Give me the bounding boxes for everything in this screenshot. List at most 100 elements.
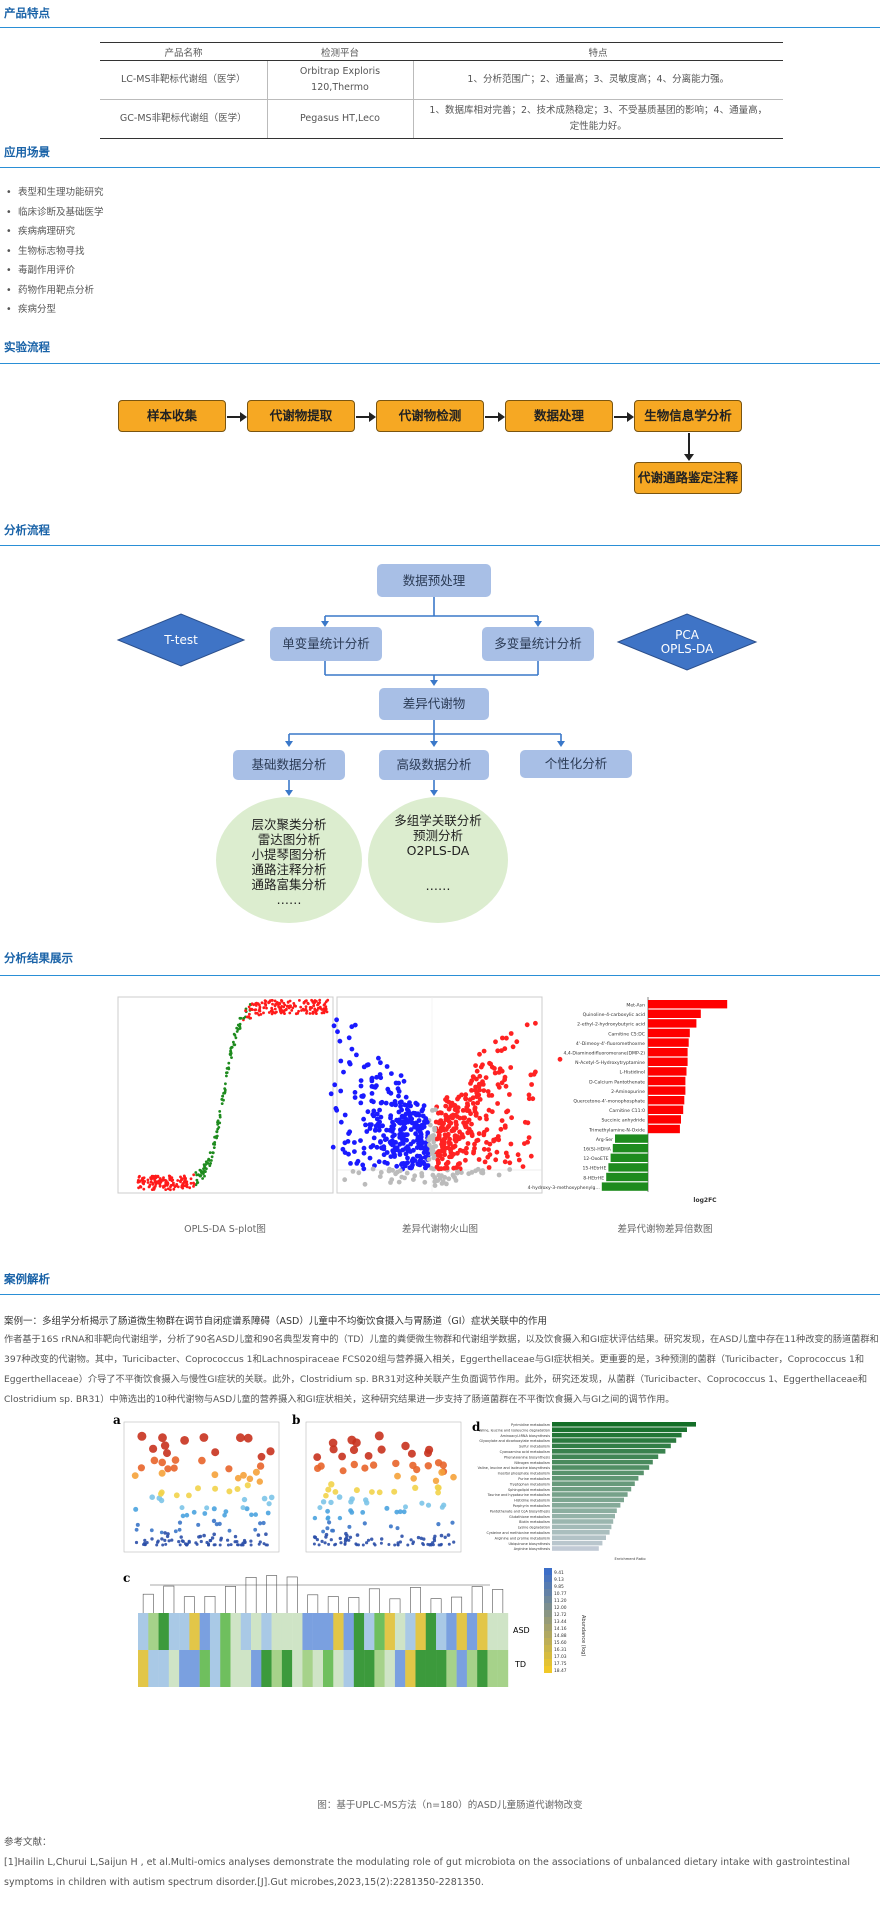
volcano-point xyxy=(481,1129,487,1135)
volcano-point xyxy=(406,1118,412,1123)
splot-point xyxy=(292,1002,296,1005)
heatmap-cell xyxy=(220,1650,231,1687)
splot-point xyxy=(202,1172,205,1175)
bubble-point xyxy=(258,1521,263,1526)
volcano-point xyxy=(466,1171,472,1177)
volcano-point xyxy=(416,1141,421,1146)
splot-point xyxy=(318,998,322,1002)
splot-point xyxy=(256,1002,260,1005)
flow-arrow xyxy=(614,412,634,422)
pathway-label: Aminoacyl-tRNA biosynthesis xyxy=(500,1434,550,1438)
bubble-point xyxy=(256,1462,265,1470)
volcano-point xyxy=(416,1162,421,1167)
volcano-point xyxy=(338,1058,344,1064)
splot-chart xyxy=(117,996,334,1194)
bubble-point xyxy=(361,1464,369,1472)
bubble-point xyxy=(159,1530,164,1535)
volcano-point xyxy=(525,1139,530,1145)
splot-point xyxy=(322,1011,326,1015)
splot-point xyxy=(169,1188,172,1192)
volcano-point xyxy=(364,1129,370,1134)
bubble-point xyxy=(366,1538,371,1542)
bubble-point xyxy=(348,1535,353,1539)
list-item: 生物标志物寻找 xyxy=(6,242,104,262)
volcano-point xyxy=(477,1051,482,1057)
bubble-point xyxy=(134,1527,139,1532)
splot-point xyxy=(185,1185,189,1189)
volcano-point xyxy=(478,1064,484,1070)
heatmap-cell xyxy=(394,1613,406,1650)
legend-swatch xyxy=(544,1610,552,1617)
volcano-point xyxy=(328,1091,334,1097)
bubble-point xyxy=(179,1505,185,1511)
splot-point xyxy=(277,1005,280,1008)
bubble-point xyxy=(164,1542,168,1546)
legend-value: 15.60 xyxy=(554,1640,567,1646)
volcano-point xyxy=(432,1179,438,1185)
splot-point xyxy=(288,999,292,1003)
volcano-point xyxy=(464,1108,470,1113)
bubble-point xyxy=(163,1449,171,1458)
dendrogram-branch xyxy=(183,1596,195,1613)
volcano-point xyxy=(443,1097,448,1102)
splot-point xyxy=(172,1183,175,1187)
splot-point xyxy=(323,1009,327,1012)
splot-point xyxy=(197,1173,200,1176)
legend-value: 17.75 xyxy=(554,1661,567,1667)
pathway-label: Taurine and hypotaurine metabolism xyxy=(487,1493,551,1497)
advanced-analysis-ellipse: 多组学关联分析 预测分析 O2PLS-DA …… xyxy=(368,797,508,923)
splot-point xyxy=(195,1178,199,1182)
volcano-point xyxy=(453,1138,459,1144)
volcano-point xyxy=(332,1082,338,1088)
section-title-process: 实验流程 xyxy=(4,340,50,354)
heatmap-cell xyxy=(158,1650,170,1687)
heatmap-cell xyxy=(436,1650,447,1687)
volcano-point xyxy=(446,1119,452,1124)
volcano-point xyxy=(381,1152,387,1158)
volcano-point xyxy=(433,1119,439,1125)
bubble-point xyxy=(361,1543,365,1547)
splot-point xyxy=(176,1179,180,1182)
bubble-point xyxy=(312,1542,316,1546)
bubble-point xyxy=(369,1461,378,1469)
volcano-point xyxy=(402,1175,407,1181)
volcano-point xyxy=(495,1048,501,1054)
bubble-point xyxy=(256,1478,263,1485)
volcano-point xyxy=(408,1103,413,1109)
volcano-point xyxy=(447,1136,452,1142)
result-caption: OPLS-DA S-plot图 xyxy=(184,1224,266,1235)
bubble-point xyxy=(338,1536,342,1541)
volcano-point xyxy=(392,1099,398,1104)
foldchange-bar xyxy=(648,1028,690,1038)
legend-swatch xyxy=(544,1617,552,1624)
pathway-bar xyxy=(552,1486,632,1492)
volcano-point xyxy=(372,1128,378,1133)
heatmap-cell xyxy=(466,1650,478,1687)
bubble-point xyxy=(324,1535,328,1539)
foldchange-bar xyxy=(648,1086,686,1095)
splot-point xyxy=(146,1178,150,1182)
bubble-point xyxy=(419,1536,423,1540)
volcano-point xyxy=(400,1114,405,1120)
volcano-point xyxy=(470,1101,476,1106)
volcano-point xyxy=(398,1073,404,1078)
volcano-point xyxy=(376,1127,382,1133)
splot-point xyxy=(229,1050,233,1054)
volcano-point xyxy=(403,1094,409,1100)
pathway-bar xyxy=(552,1454,659,1459)
bubble-point xyxy=(364,1500,370,1506)
splot-point xyxy=(324,1000,328,1003)
dendrogram-branch xyxy=(245,1577,257,1613)
volcano-point xyxy=(391,1150,396,1155)
splot-point xyxy=(325,1010,329,1014)
splot-point xyxy=(230,1046,233,1049)
volcano-point xyxy=(371,1135,377,1141)
volcano-point xyxy=(424,1147,430,1152)
volcano-point xyxy=(361,1150,367,1156)
foldchange-bar xyxy=(648,1124,680,1134)
volcano-point xyxy=(427,1134,433,1140)
bubble-point xyxy=(241,1543,245,1547)
bubble-point xyxy=(313,1453,322,1461)
splot-point xyxy=(305,999,308,1003)
volcano-point xyxy=(508,1141,514,1147)
